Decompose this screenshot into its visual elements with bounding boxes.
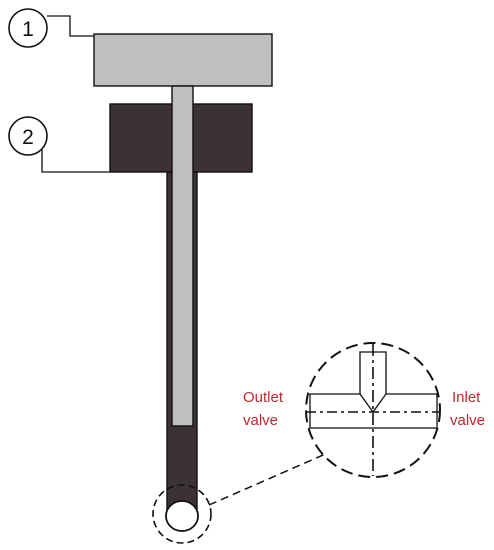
valve-detail xyxy=(305,342,441,478)
plunger-rod xyxy=(171,85,194,427)
callout-2: 2 xyxy=(8,116,110,173)
outlet-valve-label: Outlet valve xyxy=(243,389,284,429)
callout-1: 1 xyxy=(8,8,94,48)
outlet-valve-label-line2: valve xyxy=(243,412,278,429)
chamber-ball xyxy=(165,500,199,532)
detail-marker-circle xyxy=(152,484,212,544)
inlet-valve-label-line2: valve xyxy=(450,412,485,429)
detail-connector-line xyxy=(208,451,331,506)
callout-2-number: 2 xyxy=(22,126,34,149)
callout-1-leader-line xyxy=(47,15,94,37)
inlet-valve-label-line1: Inlet xyxy=(452,389,481,406)
part-1-head xyxy=(93,33,273,87)
outlet-valve-label-line1: Outlet xyxy=(243,389,284,406)
inlet-valve-label: Inlet valve xyxy=(450,389,485,429)
callout-2-circle xyxy=(8,116,48,156)
callout-2-leader-line xyxy=(41,149,110,173)
callout-1-number: 1 xyxy=(22,18,34,41)
callout-1-circle xyxy=(8,8,48,48)
